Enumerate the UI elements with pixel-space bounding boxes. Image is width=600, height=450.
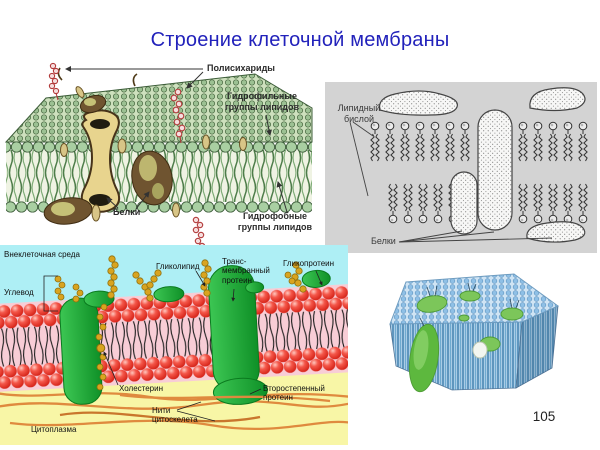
globular-protein: [131, 150, 173, 206]
label-lipid-bilayer: Липидный бислой: [337, 103, 381, 124]
protein-left: [59, 297, 103, 405]
label-cholesterol: Холестерин: [119, 384, 163, 393]
label-hydrophilic-groups: Гидрофильные группы липидов: [224, 91, 300, 112]
page-number: 105: [532, 409, 556, 424]
peripheral-protein: [43, 197, 93, 225]
label-cytoskeleton: Нити цитоскелета: [152, 406, 198, 425]
model-protein-highlight: [413, 330, 429, 370]
protein-stubs: [60, 86, 247, 222]
label-transmembrane-protein: Транс- мембранный протеин: [222, 257, 270, 285]
model-protein-white: [472, 341, 488, 359]
model-protein-blob: [416, 295, 448, 313]
cholesterol-molecule: [96, 343, 106, 353]
label-carbohydrate: Углевод: [4, 288, 34, 297]
page-title: Строение клеточной мембраны: [150, 29, 450, 51]
protein-blob-bottom-right: [526, 221, 586, 243]
carbohydrate-chains: [54, 255, 307, 391]
polysaccharide-chains: [48, 62, 206, 250]
bilayer-band: [0, 265, 348, 405]
label-secondary-protein: Второстепенный протеин: [263, 384, 325, 403]
diagram-membrane-color: [0, 245, 348, 445]
model-proteins: [408, 290, 524, 393]
protein-dome: [83, 290, 115, 308]
membrane-proteins-green: [59, 265, 331, 405]
filament-front: [119, 393, 331, 403]
label-polysaccharides: Полисихариды: [207, 63, 275, 73]
image-membrane-model-3d: [389, 273, 559, 393]
diagram-membrane-3d: [4, 62, 313, 250]
protein-dome: [153, 286, 185, 303]
label-hydrophobic-groups: Гидрофобные группы липидов: [237, 211, 313, 232]
protein-blob-top-left: [378, 90, 458, 116]
pointer-lines: [349, 121, 553, 243]
surface-protein: [79, 94, 107, 114]
label-extracellular: Внеклеточная среда: [4, 250, 80, 259]
channel-opening-top: [90, 119, 110, 129]
glycoprotein-body: [301, 269, 331, 288]
label-proteins-3d: Белки: [113, 207, 141, 217]
hydrophilic-head-row-bottom: [6, 201, 312, 213]
label-glycoprotein: Гликопротеин: [283, 259, 335, 268]
carbohydrate-bracket: [43, 275, 58, 312]
protein-dome: [245, 281, 265, 294]
model-antennae: [419, 282, 520, 327]
hydrophilic-head-row-top: [6, 141, 312, 153]
membrane-proteins: [43, 67, 247, 225]
model-protein-blob: [459, 290, 481, 302]
protein-blob-top-right: [529, 87, 586, 112]
model-right-face-shade: [516, 306, 558, 388]
model-protein-blob: [500, 307, 524, 321]
pointer-lines: [43, 270, 323, 422]
surface-hooks: [57, 67, 138, 87]
protein-transmembrane-large: [477, 109, 513, 231]
label-cytoplasm: Цитоплазма: [31, 425, 77, 434]
model-protein-blob: [458, 314, 470, 322]
protein-transmembrane-small: [450, 171, 478, 235]
pointer-lines: [65, 66, 288, 213]
channel-protein: [80, 109, 121, 213]
protein-blobs: [378, 87, 586, 243]
channel-opening-bottom: [89, 194, 111, 206]
diagram-lipid-bilayer-scheme: [325, 82, 597, 253]
label-proteins-scheme: Белки: [371, 236, 396, 246]
label-glycolipid: Гликолипид: [156, 262, 200, 271]
